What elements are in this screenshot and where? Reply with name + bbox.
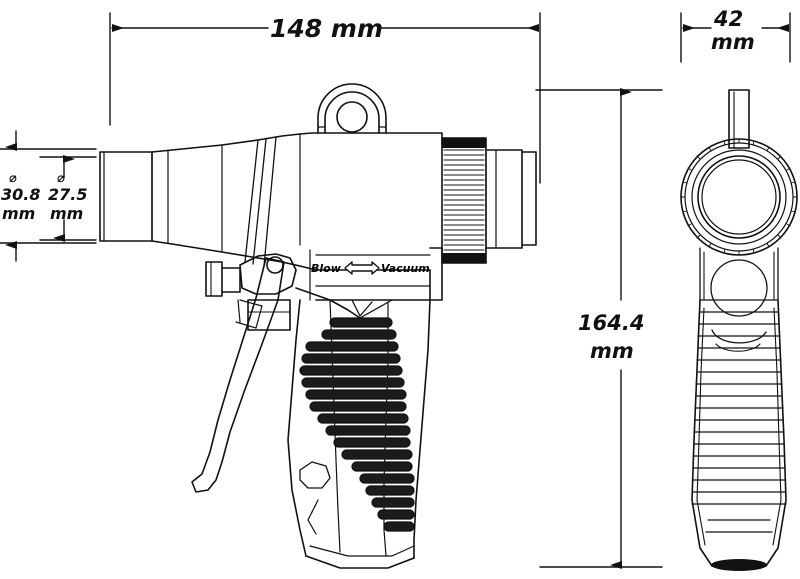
loop-outer bbox=[317, 83, 387, 134]
front-grip-recess bbox=[711, 329, 767, 344]
outlet-barrel bbox=[485, 149, 523, 249]
dimension-overall-height: 164.4 mm bbox=[535, 88, 663, 569]
knurl-band-bottom bbox=[442, 253, 486, 263]
trigger-blade bbox=[191, 257, 285, 493]
trigger-lever bbox=[191, 257, 285, 493]
front-body-shoulder bbox=[699, 247, 779, 301]
flank-line-3 bbox=[263, 136, 277, 267]
mode-label-blow: Blow bbox=[311, 262, 342, 275]
dimension-overall-length: 148 mm bbox=[109, 12, 541, 184]
flank-line-2 bbox=[252, 138, 267, 265]
front-body-port bbox=[710, 259, 768, 317]
grip-bottom-edge bbox=[305, 555, 415, 569]
trigger-notch-bottom bbox=[235, 321, 257, 329]
dimension-label-outer-diameter-unit: mm bbox=[2, 204, 35, 223]
front-grip bbox=[691, 299, 787, 571]
dimension-label-outer-diameter-value: 30.8 bbox=[1, 185, 40, 204]
grip-ribs bbox=[299, 317, 415, 532]
front-grip-seam-left bbox=[696, 307, 706, 546]
front-knurled-ring bbox=[680, 138, 798, 256]
loop-hole bbox=[336, 101, 368, 133]
ring-bore-circle bbox=[701, 159, 777, 235]
diameter-symbol-308: ⌀ bbox=[9, 171, 17, 186]
side-view: Blow Vacuum bbox=[99, 83, 537, 569]
ring-knurl-ticks bbox=[680, 138, 798, 256]
trigger-notch-edge-2 bbox=[237, 299, 241, 323]
grip-lower-crease bbox=[307, 499, 319, 535]
mode-arrow-icon bbox=[344, 261, 380, 275]
front-body bbox=[699, 247, 779, 317]
rear-outlet bbox=[485, 149, 537, 249]
ring-inner-circle bbox=[697, 155, 781, 239]
front-view bbox=[680, 89, 798, 571]
front-grip-recess-inner bbox=[715, 343, 761, 352]
knurled-adjust-ring bbox=[441, 137, 487, 264]
front-grip-seam-right bbox=[772, 307, 782, 546]
ring-mid-circle bbox=[691, 149, 787, 245]
dimension-label-inner-diameter-unit: mm bbox=[50, 204, 83, 223]
knurl-band-top bbox=[442, 138, 486, 148]
hanging-loop bbox=[317, 83, 387, 134]
dimension-label-inner-diameter-value: 27.5 bbox=[48, 185, 87, 204]
body-lower-front bbox=[257, 257, 317, 271]
air-inlet-fitting bbox=[205, 261, 241, 297]
trigger-notch-edge bbox=[255, 305, 263, 329]
nozzle-taper bbox=[151, 139, 259, 259]
taper-top-edge bbox=[151, 139, 259, 153]
pivot-housing bbox=[239, 253, 297, 295]
loop-inner bbox=[324, 91, 380, 134]
mode-selector-label: Blow Vacuum bbox=[311, 261, 430, 275]
dimension-nozzle-inner-diameter: ⌀ 27.5 mm bbox=[39, 155, 97, 242]
front-grip-rib-lines bbox=[691, 311, 787, 505]
dimension-nozzle-outer-diameter: ⌀ 30.8 mm bbox=[0, 130, 97, 262]
tab-outer bbox=[728, 89, 750, 149]
mode-label-vacuum: Vacuum bbox=[381, 262, 430, 275]
front-grip-base-cap bbox=[711, 559, 767, 571]
grip-thumb-recess bbox=[299, 461, 331, 489]
pivot-lower-block bbox=[247, 299, 291, 331]
grip-front-shoulder bbox=[295, 287, 361, 319]
grip-top-vee bbox=[351, 299, 373, 317]
inlet-neck bbox=[221, 267, 241, 293]
dimension-label-overall-length: 148 mm bbox=[270, 14, 383, 43]
grip-rear-edge bbox=[413, 299, 431, 559]
dimension-label-front-width-value: 42 bbox=[713, 7, 743, 31]
outlet-end-flange bbox=[521, 151, 537, 246]
dimension-label-overall-height-value: 164.4 bbox=[578, 311, 644, 335]
diameter-symbol-275: ⌀ bbox=[57, 171, 65, 186]
dimension-front-width: 42 mm bbox=[680, 7, 791, 63]
front-grip-lower-lines bbox=[705, 519, 773, 533]
dimension-label-overall-height-unit: mm bbox=[590, 339, 634, 363]
dimension-label-front-width-unit: mm bbox=[711, 30, 755, 54]
flank-line-1 bbox=[244, 139, 259, 263]
body-panel-right-cap bbox=[429, 247, 443, 301]
taper-bottom-edge bbox=[151, 240, 259, 259]
grip-bottom-inner-edge bbox=[309, 545, 415, 557]
grip-top-vee-right bbox=[359, 299, 393, 319]
knurl-hatch bbox=[443, 149, 485, 251]
grip-front-edge bbox=[287, 299, 307, 557]
inlet-knob bbox=[205, 261, 223, 297]
main-body bbox=[244, 132, 443, 301]
trigger-notch-top bbox=[239, 299, 263, 307]
